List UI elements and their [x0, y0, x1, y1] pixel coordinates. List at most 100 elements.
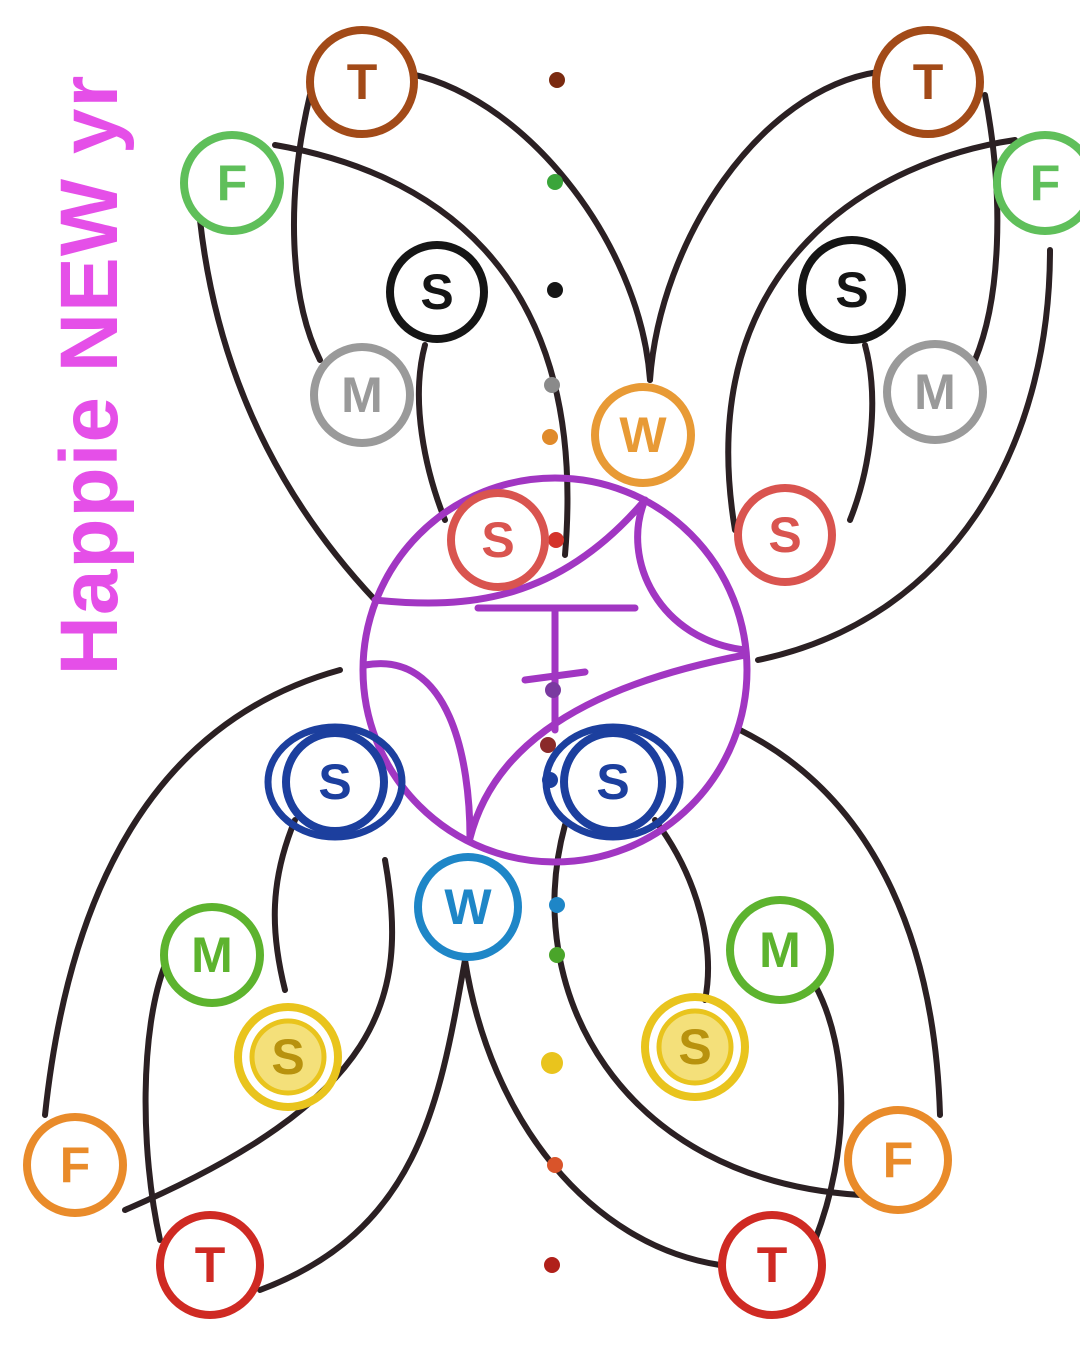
node-w-upper: W — [591, 383, 695, 487]
connector-line — [847, 342, 876, 523]
center-dot — [548, 532, 564, 548]
node-label: F — [60, 1137, 91, 1193]
node-label: T — [757, 1237, 788, 1293]
connector-line — [737, 727, 943, 1118]
center-dot — [547, 174, 563, 190]
node-circle — [282, 729, 388, 835]
node-circle — [798, 236, 906, 344]
connector-line — [197, 217, 378, 603]
node-t-bottom-right: T — [718, 1211, 826, 1319]
node-circle — [386, 241, 488, 343]
node-t-bottom-left: T — [156, 1211, 264, 1319]
node-t-top-left: T — [306, 26, 418, 138]
node-m-lower-right: M — [726, 896, 834, 1004]
node-outer-ring — [542, 723, 684, 841]
connector-line — [142, 962, 168, 1243]
node-s-center-red-left: S — [447, 489, 549, 591]
node-label: F — [1030, 155, 1061, 211]
node-label: S — [596, 754, 629, 810]
node-circle — [591, 383, 695, 487]
central-purple-emblem — [359, 474, 751, 866]
node-f-top-left: F — [180, 131, 284, 235]
connector-line — [122, 857, 396, 1213]
connector-line — [291, 92, 323, 363]
center-dot — [542, 429, 558, 445]
node-m-upper-left: M — [310, 343, 414, 447]
center-dot — [544, 377, 560, 393]
center-dot — [547, 1157, 563, 1173]
node-f-bottom-left: F — [23, 1113, 127, 1217]
node-label: M — [191, 927, 233, 983]
connector-line — [551, 822, 863, 1198]
node-circle — [180, 131, 284, 235]
center-dot — [549, 897, 565, 913]
node-circle — [718, 1211, 826, 1319]
connector-line — [257, 957, 468, 1293]
connector-line — [271, 817, 298, 993]
node-circle — [160, 903, 264, 1007]
center-dots — [540, 72, 565, 1273]
connector-line — [272, 142, 571, 558]
node-circle — [883, 340, 987, 444]
node-label: F — [217, 155, 248, 211]
node-circle — [310, 343, 414, 447]
node-m-lower-left: M — [160, 903, 264, 1007]
node-label: S — [481, 512, 514, 568]
center-dot — [549, 947, 565, 963]
node-f-top-right: F — [993, 131, 1080, 235]
center-dot — [540, 737, 556, 753]
node-label: M — [914, 364, 956, 420]
node-circle — [872, 26, 984, 138]
node-circle — [234, 1003, 342, 1111]
inner-arc — [634, 496, 749, 654]
connector-line — [397, 69, 653, 383]
node-s-upper-right: S — [798, 236, 906, 344]
node-label: S — [768, 507, 801, 563]
node-circle — [734, 484, 836, 586]
node-label: S — [271, 1029, 304, 1085]
node-label: S — [420, 264, 453, 320]
center-dot — [547, 282, 563, 298]
node-outer-ring — [264, 723, 406, 841]
node-circle — [23, 1113, 127, 1217]
node-label: S — [678, 1019, 711, 1075]
center-dot — [544, 1257, 560, 1273]
node-circle — [641, 993, 749, 1101]
node-label: W — [444, 879, 492, 935]
node-m-upper-right: M — [883, 340, 987, 444]
node-circle — [414, 853, 522, 961]
central-circle — [359, 474, 751, 866]
node-circle — [726, 896, 834, 1004]
connector-line — [652, 817, 711, 1003]
node-label: M — [759, 922, 801, 978]
node-label: S — [318, 754, 351, 810]
node-label: F — [883, 1132, 914, 1188]
node-label: T — [195, 1237, 226, 1293]
center-dot — [549, 72, 565, 88]
node-s-yellow-left: S — [234, 1003, 342, 1111]
node-circle — [560, 729, 666, 835]
connector-line — [42, 667, 343, 1118]
node-circle — [156, 1211, 264, 1319]
center-dot — [545, 682, 561, 698]
node-s-blue-left: S — [264, 723, 406, 841]
node-label: M — [341, 367, 383, 423]
node-label: S — [835, 262, 868, 318]
connector-line — [972, 92, 1001, 363]
node-s-upper-left: S — [386, 241, 488, 343]
node-w-lower: W — [414, 853, 522, 961]
node-circle — [306, 26, 418, 138]
inner-arc — [361, 660, 474, 842]
node-s-yellow-right: S — [641, 993, 749, 1101]
node-label: T — [913, 54, 944, 110]
node-s-blue-right: S — [542, 723, 684, 841]
node-circle — [844, 1106, 952, 1214]
node-label: T — [347, 54, 378, 110]
connector-line — [755, 247, 1053, 663]
connector-line — [415, 342, 448, 523]
inner-arc — [466, 651, 749, 842]
t-foot — [521, 668, 589, 684]
connector-line — [647, 69, 881, 383]
node-t-top-right: T — [872, 26, 984, 138]
